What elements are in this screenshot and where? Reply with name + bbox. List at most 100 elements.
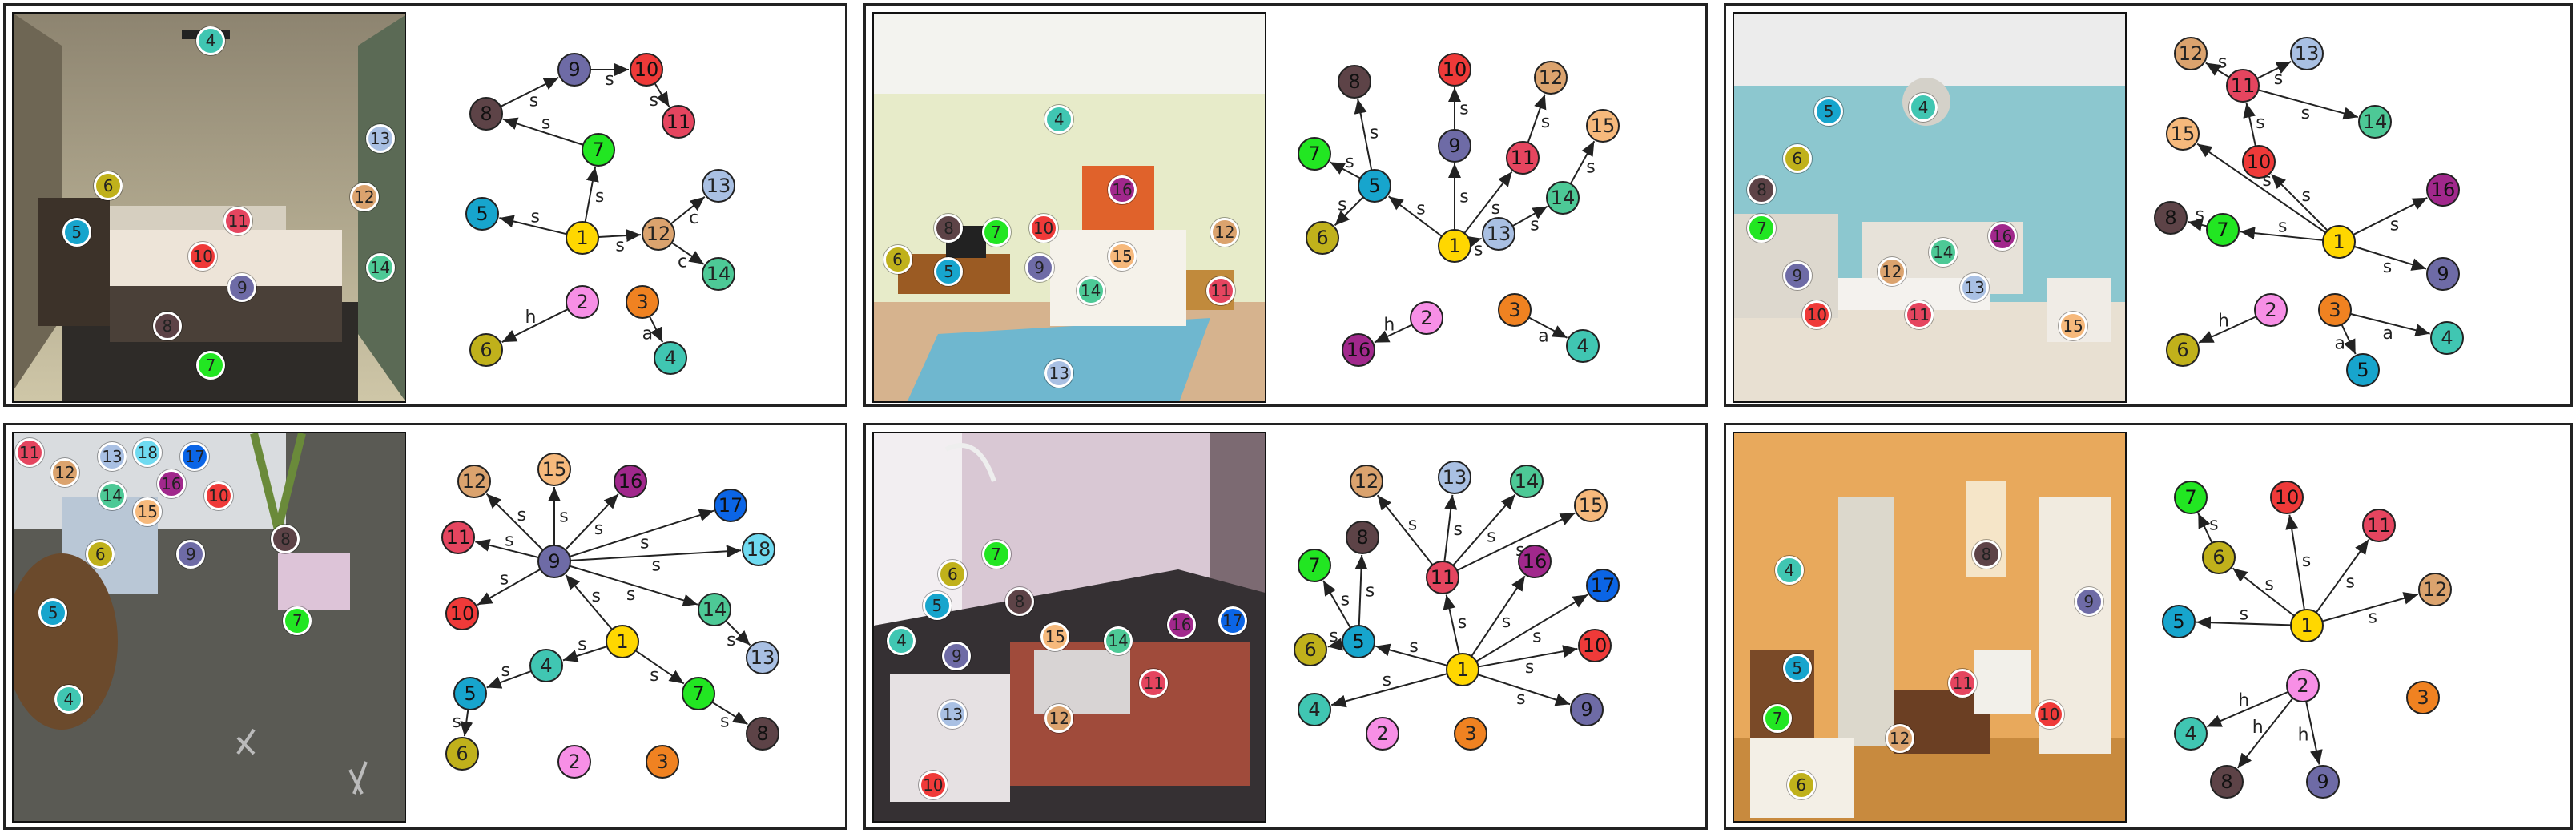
edge-label-11-14: s: [2301, 103, 2310, 123]
graph-node-5: 5: [453, 677, 487, 710]
photo-marker-12: 12: [1877, 257, 1906, 287]
svg-text:12: 12: [2179, 42, 2204, 65]
graph-node-14: 14: [698, 593, 731, 626]
photo-marker-8: 8: [934, 214, 964, 243]
svg-text:15: 15: [1591, 115, 1616, 137]
edge-label-1-5: s: [531, 207, 540, 227]
edge-label-11-12: s: [1541, 112, 1550, 132]
bedroom-green-illustration: [874, 14, 1265, 401]
edge-2-6: [501, 308, 569, 344]
svg-text:7: 7: [2216, 219, 2228, 241]
edge-2-6: [2198, 316, 2257, 344]
edge-1-9: [1477, 674, 1571, 706]
photo-marker-4: 4: [887, 626, 916, 655]
edge-label-13-14: s: [1530, 215, 1539, 235]
graph-node-11: 11: [662, 105, 695, 139]
edge-label-1-12: s: [615, 236, 624, 256]
photo-marker-12: 12: [349, 183, 379, 212]
graph-node-13: 13: [2290, 37, 2324, 70]
edge-label-14-15: s: [1586, 158, 1595, 178]
edge-label-1-13: s: [1474, 239, 1483, 260]
svg-text:8: 8: [756, 722, 768, 745]
graph-node-14: 14: [1510, 465, 1544, 498]
photo-marker-16: 16: [156, 469, 186, 499]
graph-node-2: 2: [566, 285, 599, 319]
edge-label-1-9: s: [592, 586, 601, 606]
photo-marker-11: 11: [1905, 300, 1934, 329]
edge-label-1-7: s: [2278, 217, 2287, 237]
svg-text:7: 7: [692, 682, 704, 705]
graph-node-15: 15: [537, 453, 571, 486]
svg-text:1: 1: [616, 630, 628, 653]
edge-label-1-16: s: [1502, 612, 1511, 632]
graph-node-16: 16: [1518, 545, 1552, 578]
edge-label-9-15: s: [559, 507, 568, 527]
edge-label-11-13: s: [2274, 69, 2283, 89]
photo-marker-10: 10: [2035, 700, 2064, 730]
photo-marker-4: 4: [1044, 104, 1074, 134]
svg-text:10: 10: [2247, 151, 2272, 173]
photo-marker-8: 8: [1747, 175, 1777, 204]
graph-node-17: 17: [1586, 569, 1620, 602]
edge-label-1-5: s: [2240, 605, 2248, 625]
photo-marker-10: 10: [203, 481, 233, 511]
edge-1-5: [1375, 643, 1447, 666]
svg-text:15: 15: [1579, 494, 1604, 517]
photo-marker-5: 5: [62, 218, 91, 247]
graph-node-7: 7: [1298, 137, 1331, 171]
photo-marker-10: 10: [1028, 214, 1058, 243]
graph-node-6: 6: [445, 737, 479, 771]
graph-node-2: 2: [1410, 301, 1443, 335]
edge-label-8-9: s: [529, 91, 538, 111]
edge-1-17: [1475, 594, 1588, 662]
svg-text:13: 13: [751, 646, 775, 669]
edge-11-13: [1443, 494, 1458, 562]
graph-node-11: 11: [2362, 509, 2396, 542]
edge-label-1-5: s: [1409, 637, 1418, 657]
edge-1-6: [2232, 567, 2295, 617]
edge-label-3-4: a: [2382, 324, 2393, 344]
edge-label-7-8: s: [720, 712, 729, 732]
photo-marker-5: 5: [934, 257, 964, 287]
edge-1-10: [2270, 173, 2328, 231]
svg-text:11: 11: [666, 111, 691, 133]
photo-marker-16: 16: [1987, 222, 2017, 252]
photo-marker-12: 12: [1885, 723, 1914, 753]
svg-text:7: 7: [1308, 143, 1320, 165]
graph-node-10: 10: [2242, 145, 2276, 179]
svg-text:11: 11: [1511, 147, 1536, 169]
graph-node-11: 11: [2226, 69, 2260, 103]
edge-1-12: [2321, 592, 2419, 622]
graph-node-9: 9: [557, 53, 591, 87]
graph-node-1: 1: [566, 221, 599, 255]
photo-marker-8: 8: [1971, 540, 2001, 569]
graph-node-2: 2: [2286, 669, 2320, 702]
graph-node-5: 5: [2346, 353, 2380, 387]
graph-node-5: 5: [1342, 625, 1375, 658]
svg-text:12: 12: [2423, 578, 2448, 601]
graph-node-14: 14: [2358, 105, 2392, 139]
svg-text:3: 3: [656, 751, 668, 773]
graph-node-6: 6: [2166, 333, 2200, 367]
graph-node-3: 3: [2406, 681, 2440, 714]
svg-text:5: 5: [464, 682, 476, 705]
edge-1-15: [2196, 143, 2327, 234]
graph-node-9: 9: [537, 545, 571, 578]
graph-node-1: 1: [606, 625, 639, 658]
svg-text:9: 9: [568, 58, 580, 81]
edge-8-9: [500, 76, 559, 107]
edge-14-15: [1569, 140, 1596, 185]
edge-11-12: [1376, 494, 1434, 565]
graph-node-3: 3: [2318, 293, 2352, 327]
edge-9-11: [475, 538, 539, 559]
svg-text:8: 8: [1348, 70, 1360, 93]
graph-node-2: 2: [1366, 717, 1399, 751]
svg-text:1: 1: [1448, 235, 1460, 257]
edge-1-16: [1471, 575, 1526, 657]
edge-9-16: [565, 493, 619, 551]
